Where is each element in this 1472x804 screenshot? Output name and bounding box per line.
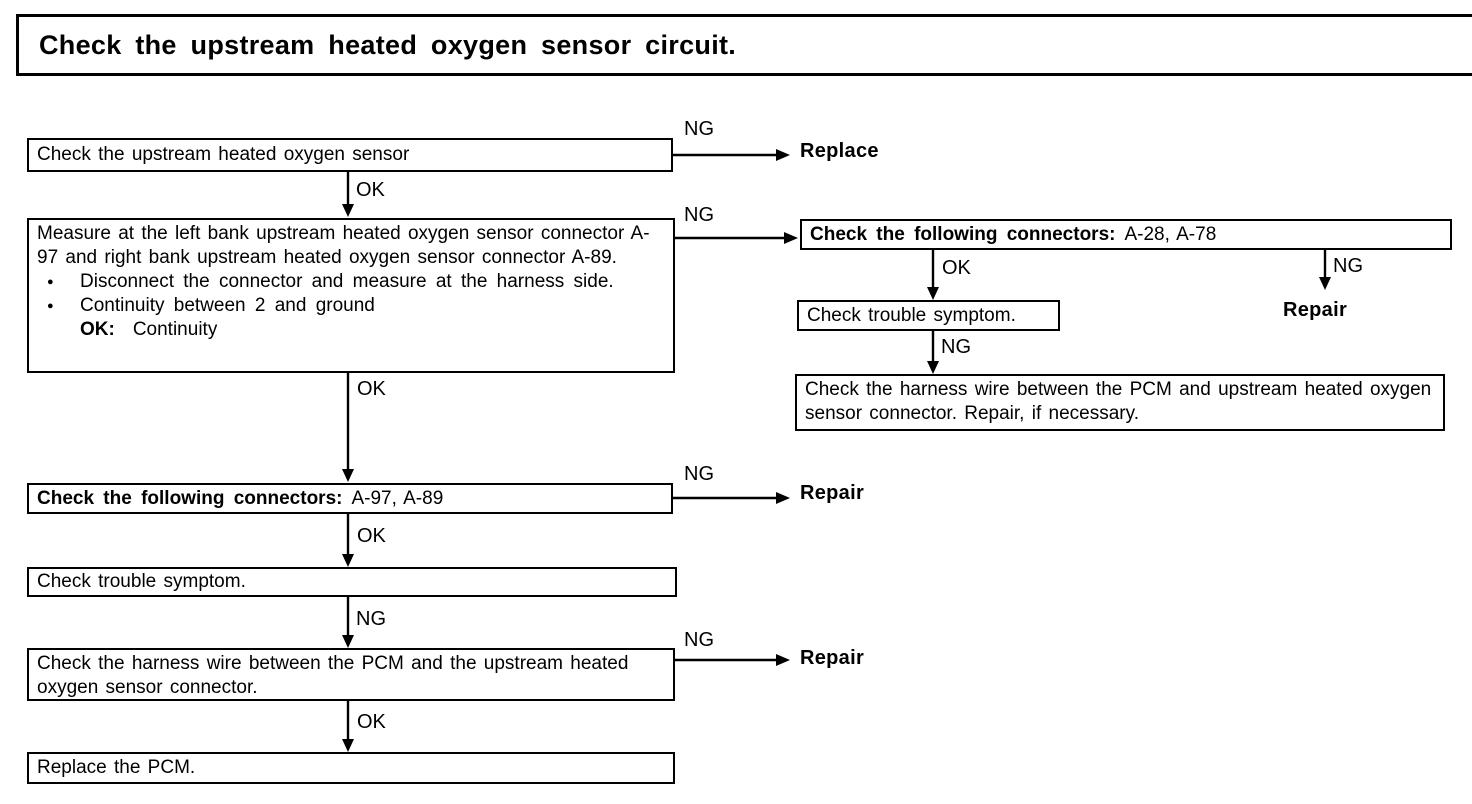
box-check-connectors-a28-a78-values: A-28, A-78 (1124, 223, 1217, 245)
title-box: Check the upstream heated oxygen sensor … (16, 14, 1472, 76)
arrow-b1-ng-replace (673, 149, 790, 161)
box-check-trouble-symptom-right: Check trouble symptom. (797, 300, 1060, 331)
edge-label-ok-b5: OK (357, 711, 386, 733)
edge-label-ok-b1: OK (356, 179, 385, 201)
box-check-connectors-a97-a89: Check the following connectors: A-97, A-… (27, 483, 673, 514)
arrow-b5-ok-b6 (342, 701, 354, 752)
edge-label-ng-b3: NG (684, 463, 714, 485)
terminal-repair-mid: Repair (800, 482, 865, 504)
arrow-b3-ok-b4 (342, 514, 354, 567)
box-measure-connectors: Measure at the left bank upstream heated… (27, 218, 675, 373)
box-check-upstream-sensor: Check the upstream heated oxygen sensor (27, 138, 673, 172)
edge-label-ng-b4: NG (356, 608, 386, 630)
arrow-b3-ng-repair (673, 492, 790, 504)
terminal-replace: Replace (800, 140, 879, 162)
box-check-harness-wire-left-text: Check the harness wire between the PCM a… (37, 653, 629, 698)
box-check-harness-wire-right-text: Check the harness wire between the PCM a… (805, 379, 1432, 424)
ok-condition-row: OK: Continuity (80, 318, 665, 342)
box-measure-connectors-text: Measure at the left bank upstream heated… (37, 223, 650, 268)
arrow-r2-ng-r3 (927, 331, 939, 374)
bullet-icon: ● (47, 300, 54, 312)
arrow-b2-ok-b3 (342, 373, 354, 482)
box-check-connectors-a28-a78-label: Check the following connectors: (810, 223, 1116, 245)
edge-label-ng-b5: NG (684, 629, 714, 651)
arrow-b5-ng-repair (675, 654, 790, 666)
box-check-harness-wire-left: Check the harness wire between the PCM a… (27, 648, 675, 701)
arrow-b2-ng-r1 (673, 232, 798, 244)
ok-condition-label: OK: (80, 319, 115, 340)
edge-label-ng-r2: NG (941, 336, 971, 358)
bullet-text: Continuity between 2 and ground (80, 295, 375, 316)
bullet-text: Disconnect the connector and measure at … (80, 271, 614, 292)
box-check-trouble-symptom-left-text: Check trouble symptom. (37, 571, 246, 592)
edge-label-ok-r1: OK (942, 257, 971, 279)
edge-label-ok-b2: OK (357, 378, 386, 400)
ok-condition-value: Continuity (132, 319, 218, 340)
page-title: Check the upstream heated oxygen sensor … (39, 29, 737, 60)
box-check-connectors-a97-a89-values: A-97, A-89 (351, 487, 444, 509)
arrow-b1-ok-b2 (342, 172, 354, 217)
box-check-trouble-symptom-left: Check trouble symptom. (27, 567, 677, 597)
box-check-trouble-symptom-right-text: Check trouble symptom. (807, 304, 1016, 326)
bullet-icon: ● (47, 276, 54, 288)
edge-label-ng-r1: NG (1333, 255, 1363, 277)
box-replace-pcm: Replace the PCM. (27, 752, 675, 784)
bullet-item: ● Continuity between 2 and ground (37, 294, 665, 318)
arrow-r1-ok-r2 (927, 250, 939, 300)
edge-label-ng-b1: NG (684, 118, 714, 140)
bullet-item: ● Disconnect the connector and measure a… (37, 270, 665, 294)
terminal-repair-right: Repair (1283, 299, 1348, 321)
box-check-connectors-a28-a78: Check the following connectors: A-28, A-… (800, 219, 1452, 250)
edge-label-ok-b3: OK (357, 525, 386, 547)
arrow-b4-ng-b5 (342, 597, 354, 648)
box-replace-pcm-text: Replace the PCM. (37, 757, 196, 778)
edge-label-ng-b2: NG (684, 204, 714, 226)
box-check-connectors-a97-a89-label: Check the following connectors: (37, 487, 343, 509)
box-check-harness-wire-right: Check the harness wire between the PCM a… (795, 374, 1445, 431)
box-check-upstream-sensor-text: Check the upstream heated oxygen sensor (37, 144, 410, 165)
terminal-repair-bottom: Repair (800, 647, 865, 669)
arrow-r1-ng-repair (1319, 250, 1331, 290)
